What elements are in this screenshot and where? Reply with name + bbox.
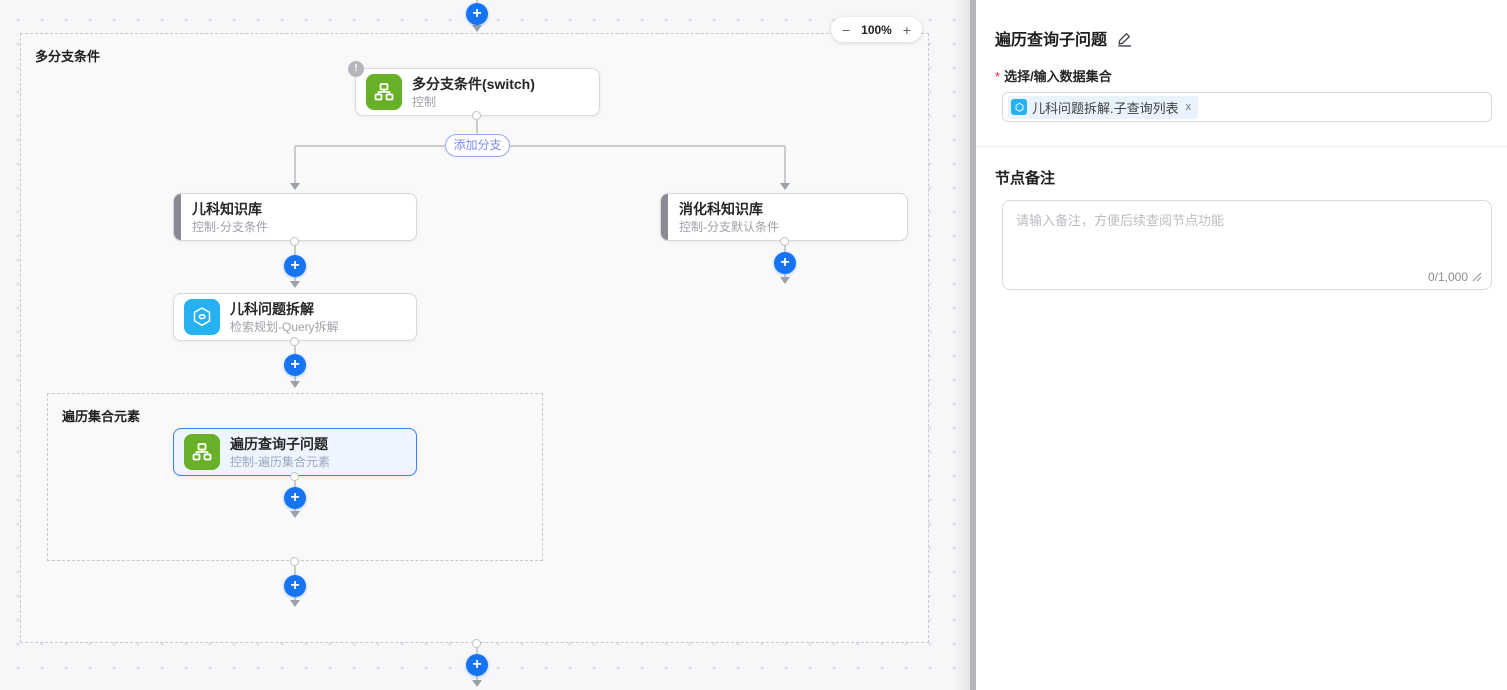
node-title: 儿科问题拆解 <box>230 300 314 317</box>
node-title: 多分支条件(switch) <box>412 75 535 92</box>
sitemap-icon <box>184 434 220 470</box>
notes-textarea[interactable] <box>1002 200 1492 290</box>
add-branch-button[interactable]: 添加分支 <box>445 134 510 157</box>
arrow-icon <box>290 281 300 288</box>
dataset-tag-label: 儿科问题拆解.子查询列表 <box>1032 100 1179 116</box>
node-subtitle: 控制-分支默认条件 <box>679 219 779 234</box>
group-label: 遍历集合元素 <box>62 409 141 424</box>
panel-shadow <box>952 0 970 690</box>
tag-close-icon[interactable]: x <box>1185 101 1192 113</box>
node-subtitle: 控制 <box>412 94 437 109</box>
arrow-icon <box>290 381 300 388</box>
add-node-button[interactable]: + <box>466 3 488 25</box>
connector-line <box>476 120 478 136</box>
char-counter: 0/1,000 <box>1427 270 1468 284</box>
arrow-icon <box>472 25 482 32</box>
connector-line <box>295 145 785 147</box>
required-mark: * <box>995 69 1001 84</box>
add-node-button[interactable]: + <box>284 255 306 277</box>
node-subtitle: 检索规划-Query拆解 <box>230 319 339 334</box>
branch-indicator <box>174 194 181 240</box>
arrow-icon <box>780 277 790 284</box>
arrow-icon <box>780 183 790 190</box>
add-node-button[interactable]: + <box>284 575 306 597</box>
add-node-button[interactable]: + <box>774 252 796 274</box>
output-port[interactable] <box>472 111 481 120</box>
flow-canvas[interactable]: 多分支条件 遍历集合元素 + + + + + + + 添加分支 ! <box>0 0 970 690</box>
arrow-icon <box>290 511 300 518</box>
dataset-field-label: *选择/输入数据集合 <box>995 69 1112 84</box>
warning-badge-icon: ! <box>348 61 364 77</box>
node-subtitle: 控制-遍历集合元素 <box>230 454 330 469</box>
add-node-button[interactable]: + <box>466 654 488 676</box>
section-divider <box>976 146 1507 147</box>
panel-title: 遍历查询子问题 <box>995 32 1108 49</box>
knowledge-hexagon-icon <box>184 299 220 335</box>
arrow-icon <box>290 183 300 190</box>
node-switch[interactable]: ! 多分支条件(switch) 控制 <box>348 61 600 116</box>
node-title: 消化科知识库 <box>679 200 763 217</box>
add-node-button[interactable]: + <box>284 487 306 509</box>
branch-indicator <box>661 194 668 240</box>
properties-panel: 遍历查询子问题 *选择/输入数据集合 儿科问题拆解.子查询列表 x 节点备注 0… <box>976 0 1507 690</box>
notes-heading: 节点备注 <box>995 170 1056 187</box>
panel-resize-handle[interactable] <box>970 0 976 690</box>
arrow-icon <box>290 600 300 607</box>
sitemap-icon <box>366 74 402 110</box>
variable-hexagon-icon <box>1011 99 1027 115</box>
zoom-in-button[interactable]: + <box>902 21 911 38</box>
output-port[interactable] <box>290 237 299 246</box>
add-node-button[interactable]: + <box>284 354 306 376</box>
group-loop-elements[interactable]: 遍历集合元素 <box>47 393 543 561</box>
output-port[interactable] <box>780 237 789 246</box>
node-branch-digestive[interactable]: 消化科知识库 控制-分支默认条件 <box>660 193 908 241</box>
node-subtitle: 控制-分支条件 <box>192 219 268 234</box>
arrow-icon <box>472 680 482 687</box>
connector-line <box>294 146 296 184</box>
dataset-input[interactable]: 儿科问题拆解.子查询列表 x <box>1002 92 1492 122</box>
group-label: 多分支条件 <box>35 49 101 64</box>
resize-handle-icon[interactable] <box>1472 272 1482 282</box>
node-title: 儿科知识库 <box>192 200 262 217</box>
output-port[interactable] <box>290 557 299 566</box>
output-port[interactable] <box>290 337 299 346</box>
node-branch-pediatrics[interactable]: 儿科知识库 控制-分支条件 <box>173 193 417 241</box>
dataset-tag: 儿科问题拆解.子查询列表 x <box>1008 95 1199 119</box>
connector-line <box>784 146 786 184</box>
node-query-split[interactable]: 儿科问题拆解 检索规划-Query拆解 <box>173 293 417 341</box>
edit-title-icon[interactable] <box>1116 30 1133 47</box>
output-port[interactable] <box>472 639 481 648</box>
output-port[interactable] <box>290 472 299 481</box>
zoom-out-button[interactable]: − <box>842 21 851 38</box>
node-loop-query[interactable]: 遍历查询子问题 控制-遍历集合元素 <box>173 428 417 476</box>
zoom-control: − 100% + <box>831 17 922 42</box>
zoom-level: 100% <box>861 22 892 37</box>
node-title: 遍历查询子问题 <box>230 435 328 452</box>
